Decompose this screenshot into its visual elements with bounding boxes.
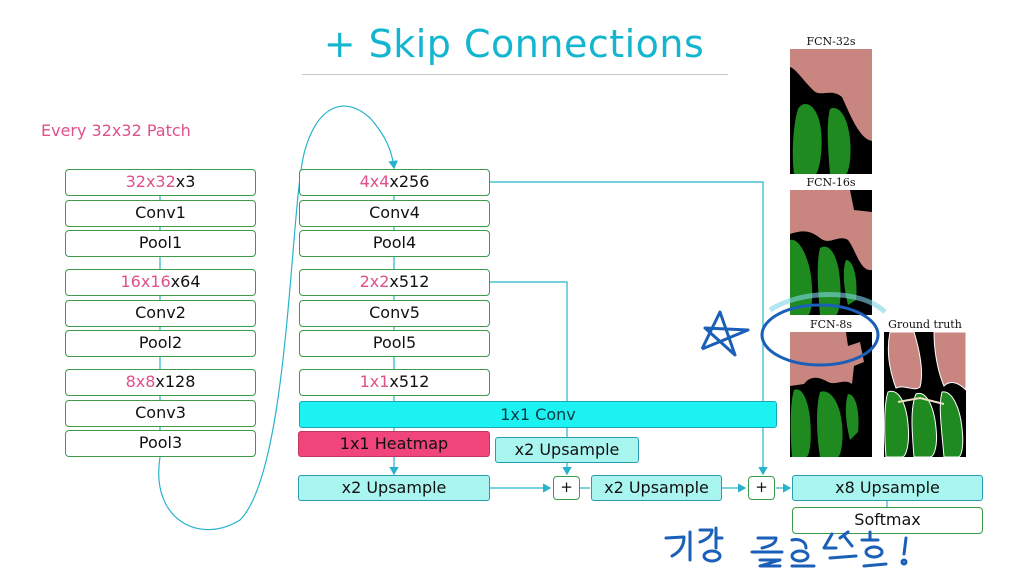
sum-node-2: + bbox=[748, 476, 775, 500]
title-underline bbox=[302, 74, 728, 75]
input-32x32x3: 32x32x3 bbox=[65, 169, 256, 196]
feature-1x1x512: 1x1x512 bbox=[299, 369, 490, 396]
highlight-circle bbox=[760, 303, 880, 367]
pool4-box: Pool4 bbox=[299, 230, 490, 257]
conv4-box: Conv4 bbox=[299, 200, 490, 227]
fcn16-segmentation bbox=[790, 190, 872, 315]
slide-title: + Skip Connections bbox=[323, 22, 705, 66]
ground-truth-label: Ground truth bbox=[888, 318, 962, 331]
fcn8-label: FCN-8s bbox=[809, 318, 853, 331]
pool2-box: Pool2 bbox=[65, 330, 256, 357]
fcn32-label: FCN-32s bbox=[806, 35, 856, 48]
ground-truth-image bbox=[884, 332, 966, 457]
upsample-x8: x8 Upsample bbox=[792, 475, 983, 501]
feature-16x16x64: 16x16x64 bbox=[65, 269, 256, 296]
fcn32-image bbox=[790, 49, 872, 174]
korean-handwriting bbox=[664, 526, 908, 568]
upsample-side-box: x2 Upsample bbox=[495, 437, 639, 463]
conv5-box: Conv5 bbox=[299, 300, 490, 327]
heatmap-box: 1x1 Heatmap bbox=[298, 431, 490, 457]
feature-2x2x512: 2x2x512 bbox=[299, 269, 490, 296]
ground-truth-segmentation bbox=[884, 332, 966, 457]
conv2-box: Conv2 bbox=[65, 300, 256, 327]
conv1-box: Conv1 bbox=[65, 200, 256, 227]
loop-connector bbox=[158, 105, 398, 531]
feature-4x4x256: 4x4x256 bbox=[299, 169, 490, 196]
fcn32-segmentation bbox=[790, 49, 872, 174]
conv3-box: Conv3 bbox=[65, 400, 256, 427]
pool5-box: Pool5 bbox=[299, 330, 490, 357]
upsample-x2-first: x2 Upsample bbox=[298, 475, 490, 501]
pool1-box: Pool1 bbox=[65, 230, 256, 257]
fcn8-image bbox=[790, 332, 872, 457]
star-annotation bbox=[700, 310, 750, 357]
softmax-box: Softmax bbox=[792, 507, 983, 534]
upsample-x2-second: x2 Upsample bbox=[591, 475, 722, 501]
sum-node-1: + bbox=[553, 476, 580, 500]
fcn8-segmentation bbox=[790, 332, 864, 457]
fcn16-label: FCN-16s bbox=[806, 176, 856, 189]
patch-caption: Every 32x32 Patch bbox=[41, 121, 191, 140]
feature-8x8x128: 8x8x128 bbox=[65, 369, 256, 396]
pool3-box: Pool3 bbox=[65, 430, 256, 457]
conv-1x1-bar: 1x1 Conv bbox=[299, 401, 777, 428]
